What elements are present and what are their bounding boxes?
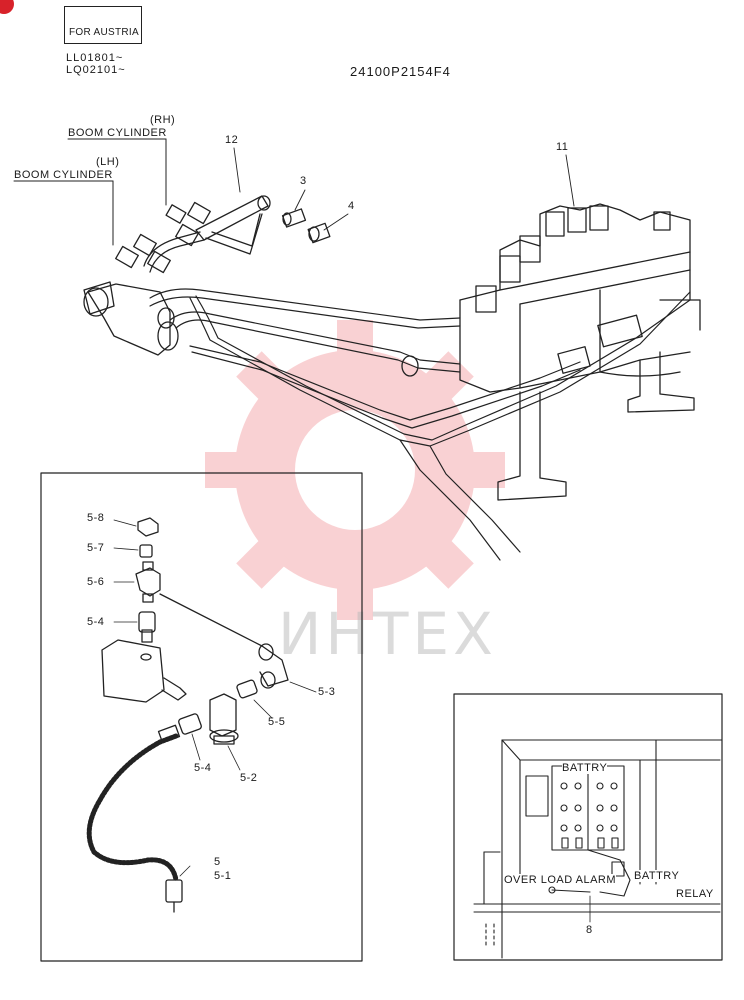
callout-5-3: 5-3 [318, 686, 336, 698]
callout-8: 8 [586, 924, 593, 936]
corner-marker [0, 0, 14, 14]
serial-range-2: LQ02101~ [66, 64, 126, 76]
label-battery-top: BATTRY [562, 762, 608, 774]
callout-12: 12 [225, 134, 239, 146]
callout-5: 5 [214, 856, 221, 868]
serial-range-1: LL01801~ [66, 52, 124, 64]
label-overload-alarm: OVER LOAD ALARM [504, 874, 617, 886]
boom-cylinder-leaders [13, 138, 167, 246]
detail-box-a [40, 472, 363, 962]
pipe-12 [143, 195, 271, 273]
callout-11: 11 [556, 141, 569, 153]
main-callout-leaders [233, 147, 575, 231]
drawing-number: 24100P2154F4 [350, 64, 451, 79]
callout-5-4-bottom: 5-4 [194, 762, 212, 774]
lh-port-fittings [115, 233, 171, 274]
variant-tag: FOR AUSTRIA [69, 27, 139, 38]
variant-tag-box: FOR AUSTRIA [64, 6, 142, 44]
detail-a-parts [86, 517, 317, 913]
callout-5-2: 5-2 [240, 772, 258, 784]
label-boom-cylinder-rh: BOOM CYLINDER [68, 127, 167, 139]
callout-5-7: 5-7 [87, 542, 105, 554]
label-boom-cylinder-lh: BOOM CYLINDER [14, 169, 113, 181]
callout-5-6: 5-6 [87, 576, 105, 588]
left-valve-block [83, 281, 179, 356]
callout-3: 3 [300, 175, 307, 187]
label-rh: (RH) [150, 114, 176, 126]
cap-4 [307, 222, 331, 244]
control-valve-11 [401, 203, 691, 393]
support-frame [497, 299, 701, 501]
label-battery-relay-2: RELAY [676, 888, 714, 900]
long-pipes [149, 288, 691, 561]
label-lh: (LH) [96, 156, 120, 168]
callout-5-1: 5-1 [214, 870, 232, 882]
detail-box-b [453, 693, 723, 961]
callout-4: 4 [348, 200, 355, 212]
callout-5-8: 5-8 [87, 512, 105, 524]
callout-5-4-top: 5-4 [87, 616, 105, 628]
watermark-text: ИНТЕХ [278, 600, 497, 668]
fitting-3 [281, 208, 307, 228]
detail-b-parts [473, 739, 723, 959]
callout-5-5: 5-5 [268, 716, 286, 728]
rh-port-fittings [165, 201, 211, 247]
label-battery-relay-1: BATTRY [634, 870, 680, 882]
